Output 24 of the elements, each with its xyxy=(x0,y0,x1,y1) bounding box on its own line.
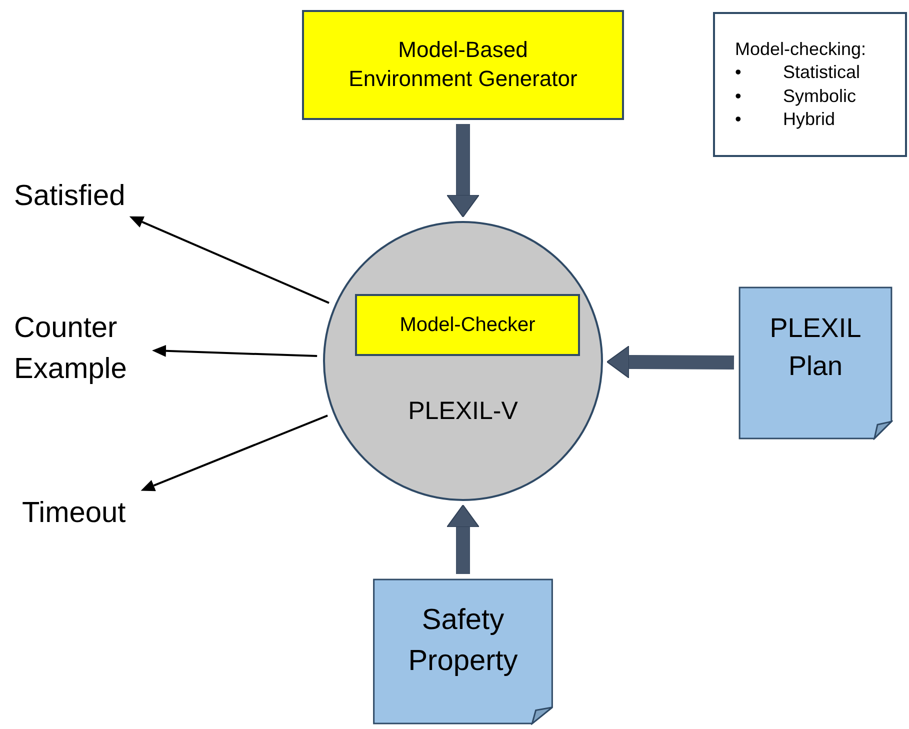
list-item: Symbolic xyxy=(783,84,856,108)
document-label: PLEXIL Plan xyxy=(768,312,862,383)
arrow xyxy=(152,344,318,358)
note-heading: Model-checking: xyxy=(735,38,866,61)
arrow xyxy=(140,414,328,492)
outcome-label: Timeout xyxy=(22,493,154,531)
document-label: Safety Property xyxy=(407,603,519,679)
process-box: Model-Checker xyxy=(355,294,580,356)
note-box xyxy=(713,12,907,157)
list-item: Statistical xyxy=(783,61,860,84)
bullet: • xyxy=(735,84,742,108)
block-arrow xyxy=(606,345,734,378)
outcome-label: Counter Example xyxy=(14,308,146,388)
process-box: Model-Based Environment Generator xyxy=(302,10,624,120)
bullet: • xyxy=(735,108,742,132)
document-shape xyxy=(372,578,554,725)
list-item: Hybrid xyxy=(783,108,836,132)
bullet: • xyxy=(735,61,742,84)
block-arrow xyxy=(446,504,480,574)
document-shape xyxy=(738,286,893,440)
outcome-label: Satisfied xyxy=(14,176,146,214)
arrow xyxy=(129,216,330,304)
circle-label: PLEXIL-V xyxy=(408,396,518,427)
block-arrow xyxy=(446,124,480,218)
